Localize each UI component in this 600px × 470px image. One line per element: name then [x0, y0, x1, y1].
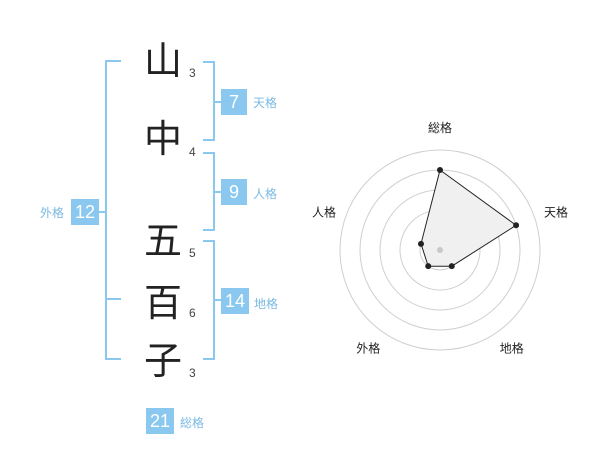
radar-ring [339, 149, 541, 351]
jinkaku-label: 人格 [253, 187, 278, 201]
gaikaku-bracket [105, 60, 121, 360]
stroke-count-5: 3 [189, 366, 196, 380]
radar-point [513, 222, 520, 229]
tenkaku-connector [215, 101, 222, 103]
gaikaku-label: 外格 [40, 206, 65, 220]
radar-outline [420, 169, 517, 267]
stroke-count-3: 5 [189, 246, 196, 260]
radar-axis-label: 人格 [312, 204, 336, 219]
radar-point [437, 167, 443, 173]
gaikaku-bracket-connector [95, 211, 105, 213]
radar-point [425, 263, 432, 270]
radar-point [417, 240, 424, 247]
chikaku-connector [215, 299, 222, 301]
stroke-count-4: 6 [189, 306, 196, 320]
jinkaku-connector [215, 191, 222, 193]
name-char-3: 五 [143, 219, 182, 263]
soukaku-label: 総格 [180, 416, 205, 430]
name-char-2: 中 [143, 117, 182, 161]
name-char-4: 百 [143, 281, 182, 325]
tenkaku-badge: 7 [221, 89, 247, 115]
chikaku-label: 地格 [254, 297, 279, 311]
radar-center-dot [437, 247, 443, 253]
radar-point [448, 263, 455, 270]
gaikaku-badge: 12 [71, 199, 99, 225]
jinkaku-badge: 9 [221, 179, 247, 205]
soukaku-badge: 21 [146, 408, 174, 434]
radar-axis-label: 地格 [500, 341, 524, 356]
name-char-5: 子 [143, 339, 182, 383]
tenkaku-label: 天格 [253, 96, 278, 110]
radar-axis-label: 外格 [356, 341, 380, 356]
stroke-count-1: 3 [189, 66, 196, 80]
gaikaku-bracket-split [105, 298, 121, 300]
radar-area [421, 170, 517, 267]
chikaku-badge: 14 [221, 288, 249, 314]
stroke-count-2: 4 [189, 145, 196, 159]
jinkaku-bracket [203, 152, 215, 231]
name-char-1: 山 [143, 39, 182, 83]
tenkaku-bracket [203, 61, 215, 141]
chikaku-bracket [203, 240, 215, 360]
radar-axis-label: 天格 [544, 204, 568, 219]
radar-axis-label: 総格 [428, 120, 452, 135]
